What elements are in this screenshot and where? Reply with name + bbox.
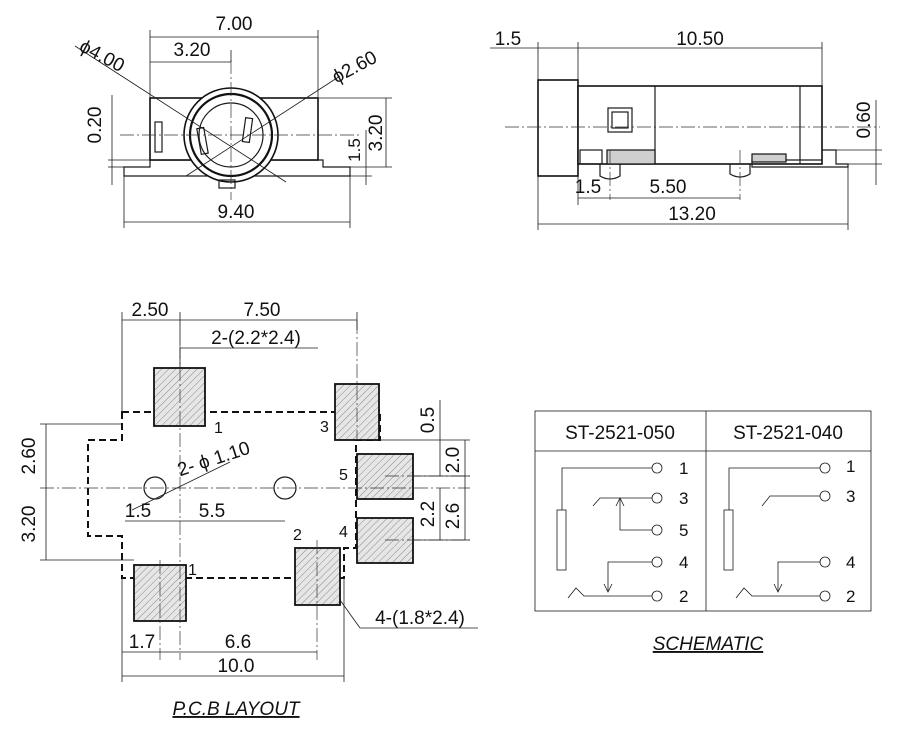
pcb-hole-label: 2- ϕ 1.10: [175, 438, 253, 481]
pcb-caption: P.C.B LAYOUT: [172, 699, 300, 720]
pcb-pad-small-label: 4-(1.8*2.4): [375, 608, 465, 629]
schematic2-body: [723, 509, 734, 571]
schematic1-pin-5: 5: [679, 521, 688, 540]
pcb-right-20-label: 2.0: [443, 447, 464, 473]
pcb-bottom-left-label: 1.7: [129, 632, 155, 653]
pad-5: [356, 453, 414, 500]
pcb-pad-big-label: 2-(2.2*2.4): [211, 328, 301, 349]
pin-3-label: 3: [320, 419, 329, 436]
pcb-left-upper-label: 2.60: [19, 438, 40, 475]
pin-2-label: 2: [293, 527, 302, 544]
schematic2-pin-4: 4: [846, 553, 855, 572]
pcb-right-05-label: 0.5: [418, 407, 439, 433]
dia-outer-label: ϕ4.00: [76, 36, 128, 77]
pcb-top-left-label: 2.50: [132, 300, 169, 321]
pcb-right-26-label: 2.6: [443, 503, 464, 529]
side-pin-pitch-label: 5.50: [650, 177, 687, 198]
schematic1-body: [556, 509, 567, 571]
pcb-hole-offset-label: 1.5: [125, 501, 151, 522]
pcb-bottom-mid-label: 6.6: [225, 632, 251, 653]
pcb-top-span-label: 7.50: [244, 300, 281, 321]
side-window: [607, 107, 633, 133]
schematic1-pin-2: 2: [679, 587, 688, 606]
schematic-col2-header: ST-2521-040: [733, 423, 843, 444]
schematic1-pin-4: 4: [679, 553, 688, 572]
pcb-bottom-total-label: 10.0: [218, 656, 255, 677]
front-bottom-tab: [218, 179, 236, 189]
side-view: 1.5 10.50 0.60 1.5 5.50 13.20: [490, 29, 882, 230]
schematic1-pin-3: 3: [679, 489, 688, 508]
schematic2-pin-1: 1: [846, 457, 855, 476]
front-small-label: 1.5: [345, 138, 364, 162]
schematic: ST-2521-050 ST-2521-040 1 3 5 4 2 1 3: [534, 410, 872, 655]
pcb-right-22-label: 2.2: [418, 501, 439, 527]
front-height-label: 3.20: [366, 115, 387, 152]
side-gap-label: 0.60: [854, 102, 875, 139]
pad-1-top: [153, 367, 206, 427]
front-base-label: 9.40: [218, 202, 255, 223]
pad-2: [294, 547, 341, 606]
side-front-cap: [537, 79, 579, 177]
jack-contact-right: [241, 117, 254, 144]
side-length-label: 10.50: [676, 29, 724, 50]
front-view: 7.00 3.20 ϕ4.00 ϕ2.60 0.20 3.20 1.5 9.40: [74, 14, 392, 228]
schematic-table: [534, 410, 872, 612]
pin-4-label: 4: [339, 524, 348, 541]
front-left-clip: [154, 121, 163, 153]
dia-inner-label: ϕ2.60: [329, 47, 381, 88]
schematic2-pin-2: 2: [846, 587, 855, 606]
pin-1-bottom-label: 1: [188, 562, 197, 579]
schematic2-pin-3: 3: [846, 487, 855, 506]
pad-4: [356, 517, 414, 564]
front-base-plate: [123, 159, 351, 177]
schematic-col1-header: ST-2521-050: [565, 423, 675, 444]
side-total-label: 13.20: [668, 204, 716, 225]
front-width-label: 7.00: [216, 14, 253, 35]
pcb-left-lower-label: 3.20: [19, 506, 40, 543]
pcb-layout: 2.50 7.50 2-(2.2*2.4) 1 3 5 4 2 1 2- ϕ 1…: [19, 300, 478, 720]
pin-5-label: 5: [339, 467, 348, 484]
dia-inner-leader: [185, 75, 341, 177]
side-front-label: 1.5: [495, 29, 521, 50]
pcb-hole-pitch-label: 5.5: [199, 501, 225, 522]
jack-contact-left: [196, 126, 209, 156]
side-pin-offset-label: 1.5: [575, 177, 601, 198]
schematic1-pin-1: 1: [679, 459, 688, 478]
schematic-caption: SCHEMATIC: [653, 634, 764, 655]
front-left-gap-label: 0.20: [85, 107, 106, 144]
front-inner-label: 3.20: [174, 40, 211, 61]
pin-1-top-label: 1: [214, 420, 223, 437]
dia-outer-leader: [74, 45, 287, 183]
